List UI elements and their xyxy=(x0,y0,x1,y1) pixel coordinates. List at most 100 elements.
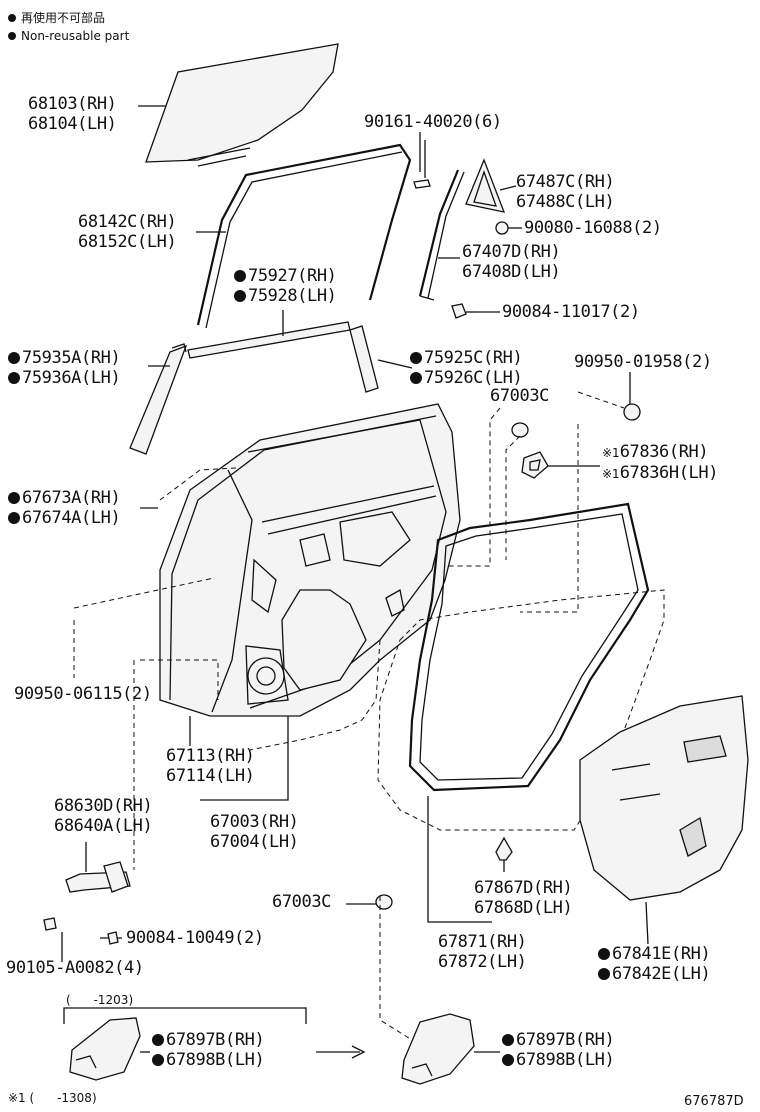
label-67897-right[interactable]: 67897B(RH)67898B(LH) xyxy=(502,1030,615,1070)
label-90950-06115[interactable]: 90950-06115(2) xyxy=(14,684,152,704)
label-67407[interactable]: 67407D(RH)67408D(LH) xyxy=(462,242,561,282)
label-68630[interactable]: 68630D(RH)68640A(LH) xyxy=(54,796,153,836)
label-line-1: 67836(RH) xyxy=(619,442,709,462)
label-67897-left[interactable]: 67897B(RH)67898B(LH) xyxy=(152,1030,265,1070)
label-line-1: 67871(RH) xyxy=(438,932,527,952)
label-line-1: 90950-06115(2) xyxy=(14,684,152,704)
label-line-1: 75925C(RH) xyxy=(424,348,523,368)
door-panel-illustration xyxy=(159,403,461,717)
corner-piece-illustration xyxy=(465,158,522,235)
label-90950-01958[interactable]: 90950-01958(2) xyxy=(574,352,712,372)
clip-90950-illustration xyxy=(577,391,641,421)
label-line-1: 67867D(RH) xyxy=(474,878,573,898)
label-line-2: 67898B(LH) xyxy=(516,1050,615,1070)
non-reusable-dot-icon xyxy=(152,1034,164,1046)
label-75935[interactable]: 75935A(RH)75936A(LH) xyxy=(8,348,121,388)
label-line-1: 67487C(RH) xyxy=(516,172,615,192)
label-line-2: 75928(LH) xyxy=(248,286,337,306)
label-90161[interactable]: 90161-40020(6) xyxy=(364,112,502,132)
label-90080[interactable]: 90080-16088(2) xyxy=(524,218,662,238)
label-67871[interactable]: 67871(RH)67872(LH) xyxy=(438,932,527,972)
non-reusable-dot-icon xyxy=(502,1034,514,1046)
label-67003[interactable]: 67003(RH)67004(LH) xyxy=(210,812,299,852)
label-line-2: 67842E(LH) xyxy=(612,964,711,984)
label-line-2: 68640A(LH) xyxy=(54,816,153,836)
bolt-90161-illustration xyxy=(413,140,431,189)
non-reusable-dot-icon xyxy=(8,372,20,384)
label-line-1: 90084-10049(2) xyxy=(126,928,264,948)
label-line-1: 75927(RH) xyxy=(248,266,337,286)
label-line-2: 68152C(LH) xyxy=(78,232,177,252)
leader-lines xyxy=(61,105,631,1053)
pad-left-illustration xyxy=(69,1017,141,1081)
label-line-1: 75935A(RH) xyxy=(22,348,121,368)
legend-jp: 再使用不可部品 xyxy=(8,10,105,26)
label-line-2: 68104(LH) xyxy=(28,114,117,134)
plug-67003c-upper-illustration xyxy=(511,422,529,438)
seal-dashed-outline xyxy=(377,589,665,831)
label-67003c-lower[interactable]: 67003C xyxy=(272,892,331,912)
seal-67836-illustration xyxy=(521,451,549,479)
garnish-75925-illustration xyxy=(349,325,413,393)
label-line-2: 75926C(LH) xyxy=(424,368,523,388)
label-line-1: 67003C xyxy=(272,892,332,912)
label-67867[interactable]: 67867D(RH)67868D(LH) xyxy=(474,878,573,918)
dashed-leaders xyxy=(73,407,579,1041)
label-line-2: 67488C(LH) xyxy=(516,192,615,212)
range-bracket xyxy=(63,1007,307,1024)
label-90105[interactable]: 90105-A0082(4) xyxy=(6,958,144,978)
figure-number: 676787D xyxy=(684,1094,744,1109)
non-reusable-dot-icon xyxy=(410,372,422,384)
non-reusable-dot-icon xyxy=(8,14,16,22)
division-bar-illustration xyxy=(418,169,476,319)
non-reusable-dot-icon xyxy=(234,270,246,282)
non-reusable-dot-icon xyxy=(8,352,20,364)
label-line-1: 68142C(RH) xyxy=(78,212,177,232)
legend-en: Non-reusable part xyxy=(8,28,129,44)
label-67003c-upper[interactable]: 67003C xyxy=(490,386,549,406)
label-line-1: 67841E(RH) xyxy=(612,944,711,964)
label-line-2: 67868D(LH) xyxy=(474,898,573,918)
label-90084-10049[interactable]: 90084-10049(2) xyxy=(126,928,264,948)
non-reusable-dot-icon xyxy=(152,1054,164,1066)
label-line-1: 90080-16088(2) xyxy=(524,218,662,238)
label-75927[interactable]: 75927(RH)75928(LH) xyxy=(234,266,337,306)
label-75925[interactable]: 75925C(RH)75926C(LH) xyxy=(410,348,523,388)
weatherstrip-illustration xyxy=(408,502,650,792)
non-reusable-dot-icon xyxy=(8,492,20,504)
label-line-1: 90161-40020(6) xyxy=(364,112,502,132)
label-line-2: 67836H(LH) xyxy=(619,463,719,483)
label-line-1: 67113(RH) xyxy=(166,746,255,766)
glass-run-illustration xyxy=(196,143,412,329)
label-line-1: 68630D(RH) xyxy=(54,796,153,816)
label-line-1: 67003(RH) xyxy=(210,812,299,832)
label-line-2: 67114(LH) xyxy=(166,766,255,786)
label-line-2: 67898B(LH) xyxy=(166,1050,265,1070)
legend-en-text: Non-reusable part xyxy=(21,29,130,43)
label-line-2: 75936A(LH) xyxy=(22,368,121,388)
label-90084-11017[interactable]: 90084-11017(2) xyxy=(502,302,640,322)
label-line-1: 67673A(RH) xyxy=(22,488,121,508)
label-67841[interactable]: 67841E(RH)67842E(LH) xyxy=(598,944,711,984)
footnote: ※1 ( -1308) xyxy=(8,1091,97,1105)
label-line-1: 67003C xyxy=(490,386,550,406)
non-reusable-dot-icon xyxy=(8,512,20,524)
label-67673[interactable]: 67673A(RH)67674A(LH) xyxy=(8,488,121,528)
non-reusable-dot-icon xyxy=(502,1054,514,1066)
garnish-75935-illustration xyxy=(129,343,188,455)
label-68103[interactable]: 68103(RH)68104(LH) xyxy=(28,94,117,134)
label-67836[interactable]: ※167836(RH)※167836H(LH) xyxy=(602,442,718,484)
label-line-1: 90084-11017(2) xyxy=(502,302,640,322)
label-67113[interactable]: 67113(RH)67114(LH) xyxy=(166,746,255,786)
label-line-1: 67407D(RH) xyxy=(462,242,561,262)
legend-jp-text: 再使用不可部品 xyxy=(21,11,106,25)
label-68142[interactable]: 68142C(RH)68152C(LH) xyxy=(78,212,177,252)
label-line-1: 67897B(RH) xyxy=(166,1030,265,1050)
hinge-illustration xyxy=(43,842,131,945)
label-67487[interactable]: 67487C(RH)67488C(LH) xyxy=(516,172,615,212)
label-line-2: 67408D(LH) xyxy=(462,262,561,282)
label-line-2: 67004(LH) xyxy=(210,832,299,852)
transition-arrow xyxy=(316,1045,366,1059)
label-line-2: 67674A(LH) xyxy=(22,508,121,528)
footnote-mark: ※1 xyxy=(602,467,620,481)
